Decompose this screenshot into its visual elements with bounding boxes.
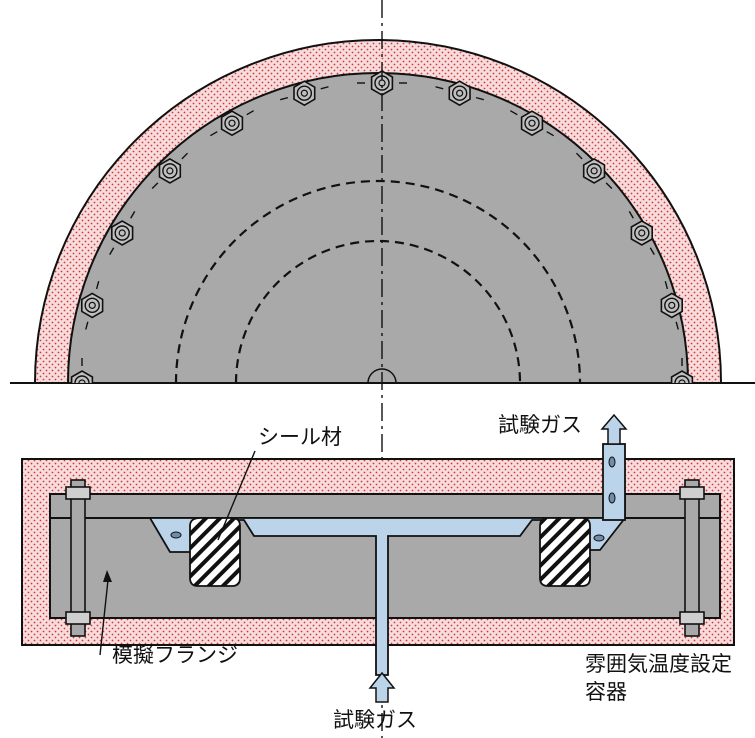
seal-right — [539, 517, 591, 587]
simulated-flange-label: 模擬フランジ — [112, 643, 238, 667]
hex-nut-icon — [575, 152, 613, 190]
hex-nut-icon — [509, 110, 555, 137]
flange-leader-line — [99, 579, 109, 656]
atmosphere-container-label-line1: 雰囲気温度設定 — [585, 652, 732, 676]
hex-nut-icon — [70, 358, 94, 383]
test-gas-outlet-label: 試験ガス — [498, 413, 582, 437]
bolt-left — [65, 479, 91, 637]
hex-nut-icon — [435, 80, 484, 107]
up-arrow-icon — [600, 413, 628, 445]
up-arrow-icon — [368, 671, 396, 703]
seal-material-label: シール材 — [258, 425, 342, 449]
bolt-ring — [70, 70, 694, 383]
seal-left — [189, 517, 241, 587]
section-view: シール材 試験ガス 試験ガス 模擬フランジ 雰囲気温度設定 容器 — [21, 413, 735, 732]
hex-nut-icon — [280, 80, 329, 107]
hex-nut-icon — [660, 281, 684, 330]
hex-nut-icon — [81, 281, 104, 330]
hex-nut-icon — [628, 210, 655, 256]
hex-nut-icon — [209, 110, 255, 137]
hex-nut-icon — [670, 358, 694, 383]
seal-leader-line — [217, 450, 256, 541]
hex-nut-icon — [109, 210, 136, 256]
plan-view — [10, 39, 755, 384]
test-gas-inlet-label: 試験ガス — [333, 708, 417, 732]
dashed-circle-outer — [174, 179, 582, 384]
atmosphere-container-label-line2: 容器 — [585, 680, 627, 704]
bolt-right — [679, 479, 705, 637]
hex-nut-icon — [151, 152, 189, 190]
dashed-circle-inner — [234, 239, 522, 384]
gas-outlet-pipe — [602, 443, 626, 521]
